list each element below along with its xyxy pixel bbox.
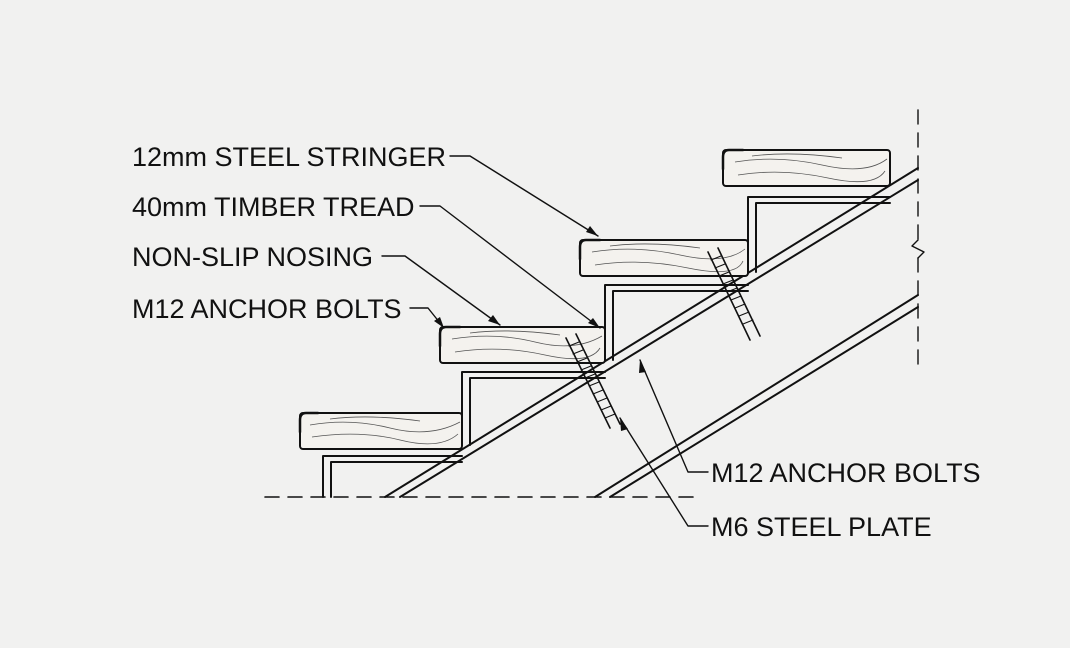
leader-steel-plate	[619, 417, 709, 527]
anchor-bolt-upper	[707, 247, 761, 341]
leader-steel-stringer	[449, 155, 599, 237]
leader-anchor-bolts-left	[409, 307, 445, 329]
leader-timber-tread	[419, 205, 601, 329]
vertical-break-line	[911, 109, 925, 366]
label-anchor-bolts-right: M12 ANCHOR BOLTS	[711, 458, 981, 488]
label-non-slip-nosing: NON-SLIP NOSING	[132, 242, 373, 272]
timber-tread-2	[438, 325, 606, 364]
leader-anchor-bolts-right	[639, 359, 709, 473]
timber-tread-4	[721, 148, 891, 187]
leader-non-slip-nosing	[381, 255, 501, 326]
label-timber-tread: 40mm TIMBER TREAD	[132, 192, 415, 222]
timber-tread-3	[578, 238, 749, 277]
anchor-bolt-lower	[565, 333, 621, 429]
label-anchor-bolts-left: M12 ANCHOR BOLTS	[132, 294, 402, 324]
step-risers	[322, 196, 891, 498]
label-steel-plate: M6 STEEL PLATE	[711, 512, 932, 542]
label-steel-stringer: 12mm STEEL STRINGER	[132, 142, 446, 172]
timber-tread-1	[298, 411, 463, 450]
